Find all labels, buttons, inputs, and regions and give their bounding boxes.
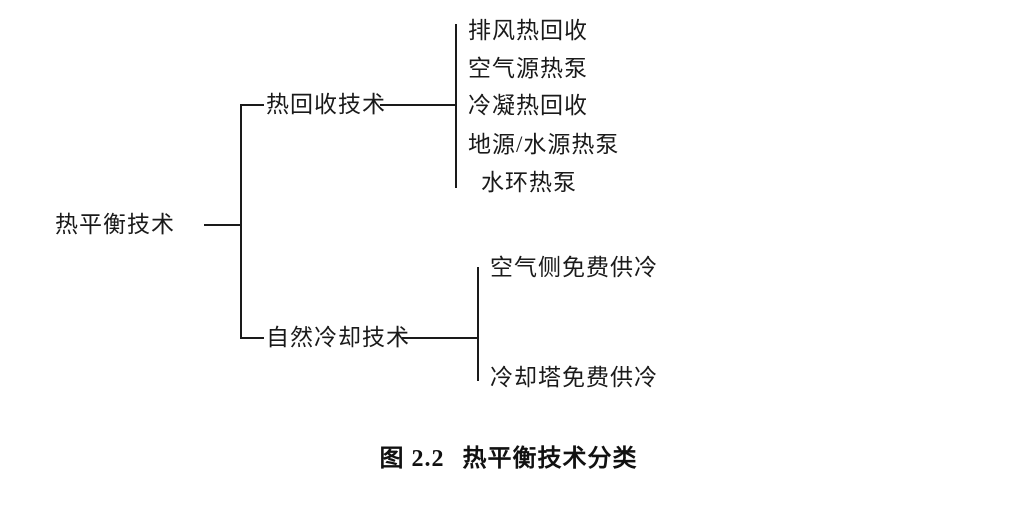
heat-recovery-bracket bbox=[380, 24, 457, 188]
figure-number: 图 2.2 bbox=[379, 446, 445, 472]
leaf-ground-water-source-heat-pump: 地源/水源热泵 bbox=[468, 132, 620, 157]
leaf-air-side-free-cooling: 空气侧免费供冷 bbox=[490, 255, 658, 280]
leaf-air-source-heat-pump: 空气源热泵 bbox=[468, 56, 588, 81]
branch-heat-recovery-label: 热回收技术 bbox=[266, 92, 386, 117]
branch-natural-cooling-label: 自然冷却技术 bbox=[266, 325, 410, 350]
root-node-label: 热平衡技术 bbox=[55, 212, 175, 237]
figure-title: 热平衡技术分类 bbox=[462, 446, 638, 472]
figure-caption: 图 2.2 热平衡技术分类 bbox=[0, 438, 1017, 473]
leaf-cooling-tower-free-cooling: 冷却塔免费供冷 bbox=[490, 365, 658, 390]
leaf-exhaust-air-heat-recovery: 排风热回收 bbox=[468, 18, 588, 43]
leaf-water-loop-heat-pump: 水环热泵 bbox=[481, 170, 577, 195]
root-bracket bbox=[204, 104, 264, 339]
leaf-condensation-heat-recovery: 冷凝热回收 bbox=[468, 93, 588, 118]
natural-cooling-bracket bbox=[402, 267, 479, 381]
